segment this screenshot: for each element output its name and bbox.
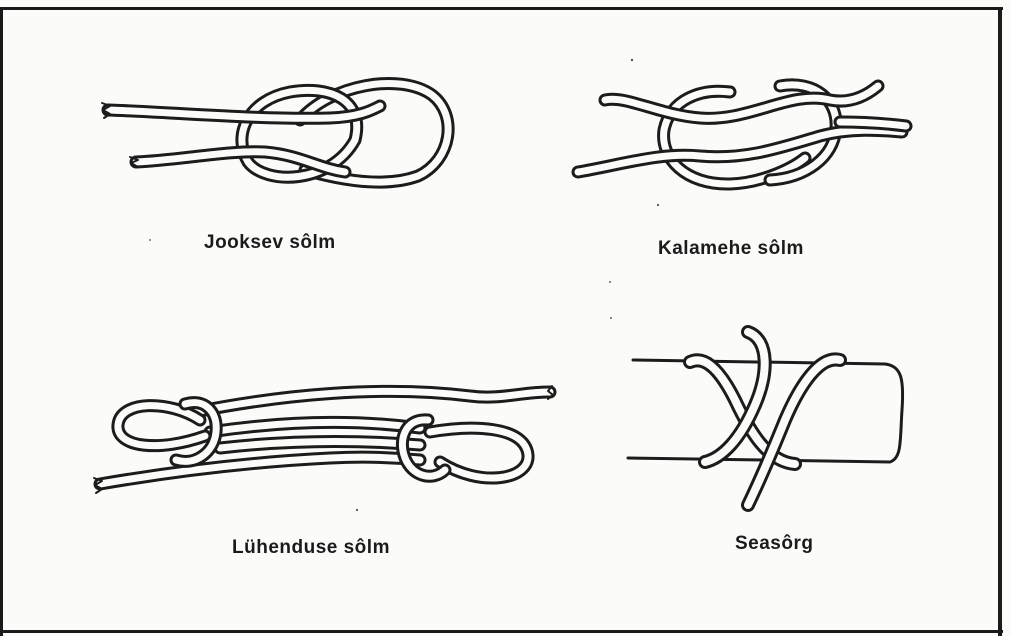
running-knot-illustration bbox=[102, 83, 448, 182]
running-knot-caption: Jooksev sôlm bbox=[204, 232, 336, 254]
sheepshank-caption: Lühenduse sôlm bbox=[232, 537, 390, 559]
reef-knot-caption: Kalamehe sôlm bbox=[658, 238, 804, 260]
sheepshank-illustration bbox=[94, 386, 553, 493]
reef-knot-illustration bbox=[578, 85, 906, 184]
clove-hitch-illustration bbox=[628, 332, 903, 505]
clove-hitch-caption: Seasôrg bbox=[735, 533, 813, 555]
